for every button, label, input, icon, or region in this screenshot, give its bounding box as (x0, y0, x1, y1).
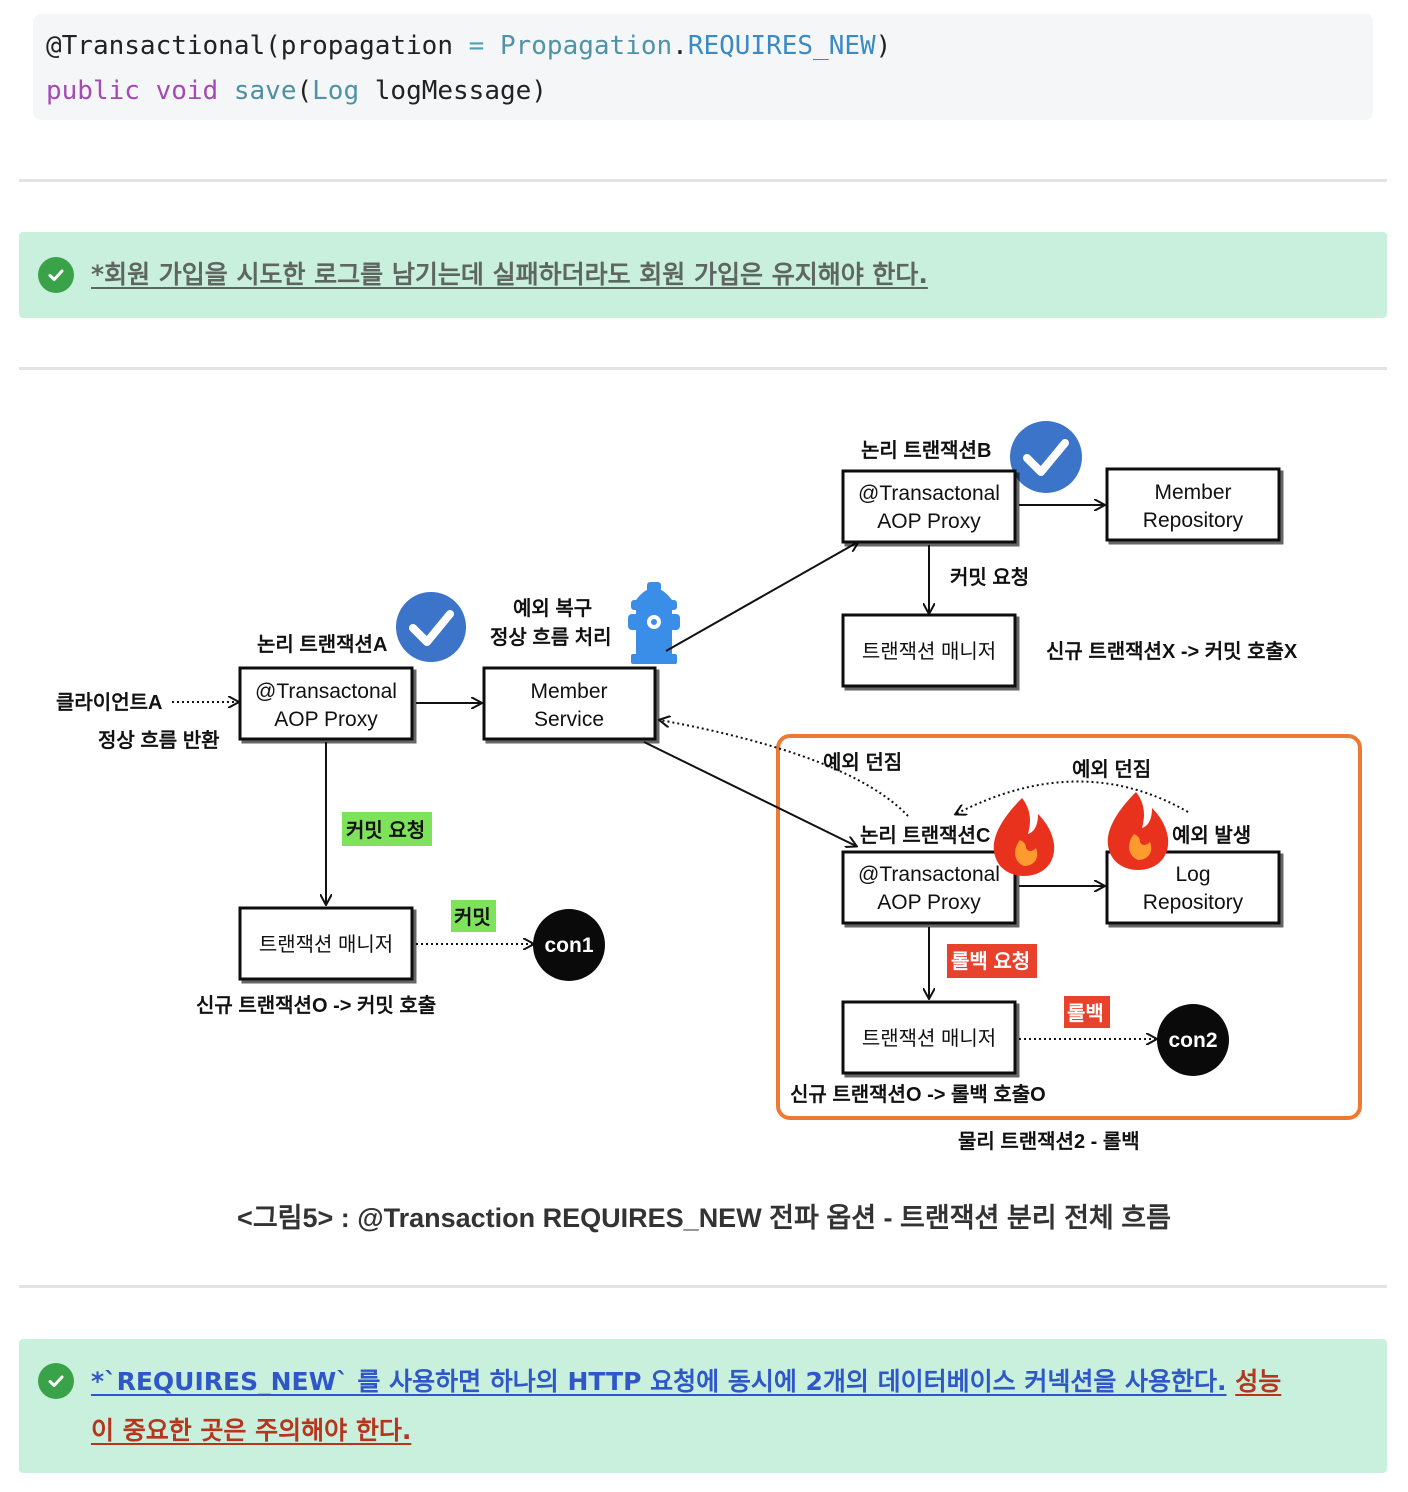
rollback-request-label: 롤백 요청 (951, 950, 1030, 973)
code-block: @Transactional(propagation = Propagation… (33, 14, 1373, 120)
code-close-paren: ) (875, 31, 892, 61)
con1-label: con1 (544, 934, 593, 957)
exception-throw-2-label: 예외 던짐 (1072, 758, 1151, 781)
code-method: save (233, 76, 297, 106)
code-kw-public: public (46, 76, 140, 106)
tx-manager-a-box (238, 906, 414, 981)
proxy-b-line2: AOP Proxy (877, 510, 981, 533)
tx-manager-b-box (841, 613, 1017, 688)
proxy-c-line2: AOP Proxy (877, 891, 981, 914)
code-class: Propagation (499, 31, 673, 61)
fire-hydrant-icon (628, 582, 680, 664)
log-repository-line2: Repository (1143, 891, 1244, 914)
commit-request-b-label: 커밋 요청 (950, 566, 1029, 589)
divider-3 (19, 1285, 1387, 1288)
new-tx-o-rollback-label: 신규 트랜잭션O -> 롤백 호출O (790, 1083, 1046, 1106)
divider-2 (19, 367, 1387, 370)
fire-icon-1 (993, 798, 1055, 876)
physical-tx2-label: 물리 트랜잭션2 - 롤백 (958, 1130, 1140, 1153)
code-constant: REQUIRES_NEW (687, 31, 876, 61)
code-equals: = (453, 31, 500, 61)
code-annotation: @Transactional(propagation (46, 31, 453, 61)
commit-a-highlight (451, 900, 496, 932)
rollback-highlight (1064, 996, 1110, 1028)
con1-circle (533, 909, 605, 981)
physical-tx2-box (776, 734, 1362, 1120)
tx-manager-c-box (841, 1000, 1017, 1075)
code-param-type: Log (312, 76, 360, 106)
transaction-flow-diagram: 클라이언트A 정상 흐름 반환 논리 트랜잭션A @Transactonal A… (56, 421, 1362, 1153)
commit-request-a-highlight (342, 812, 432, 846)
callout-1-text[interactable]: *회원 가입을 시도한 로그를 남기는데 실패하더라도 회원 가입은 유지해야 … (91, 260, 928, 289)
proxy-a-box (238, 666, 414, 741)
proxy-a-line2: AOP Proxy (274, 708, 378, 731)
con2-circle (1157, 1004, 1229, 1076)
callout-2: *`REQUIRES_NEW` 를 사용하면 하나의 HTTP 요청에 동시에 … (19, 1339, 1387, 1473)
arrow-service-to-proxy-c (643, 741, 856, 846)
callout-2-text-blue[interactable]: *`REQUIRES_NEW` 를 사용하면 하나의 HTTP 요청에 동시에 … (91, 1367, 1227, 1396)
normal-return-label: 정상 흐름 반환 (98, 729, 220, 752)
proxy-b-box (841, 469, 1017, 544)
member-repository-line1: Member (1154, 481, 1231, 504)
con2-label: con2 (1168, 1029, 1217, 1052)
log-repository-line1: Log (1175, 863, 1210, 886)
client-label: 클라이언트A (56, 691, 162, 714)
tx-manager-b-label: 트랜잭션 매니저 (862, 640, 996, 663)
member-repository-line2: Repository (1143, 509, 1244, 532)
new-tx-x-commit-label: 신규 트랜잭션X -> 커밋 호출X (1046, 640, 1298, 663)
code-dot: . (672, 31, 688, 61)
exception-throw-1-label: 예외 던짐 (823, 751, 902, 774)
code-paren-open: ( (296, 76, 313, 106)
check-a-icon (396, 592, 466, 662)
logical-tx-a-label: 논리 트랜잭션A (257, 633, 387, 656)
tx-manager-c-label: 트랜잭션 매니저 (862, 1027, 996, 1050)
proxy-a-line1: @Transactonal (255, 680, 397, 703)
code-line-2: public void save(Log logMessage) (46, 75, 1360, 120)
new-tx-o-commit-label: 신규 트랜잭션O -> 커밋 호출 (196, 994, 436, 1017)
member-service-line1: Member (530, 680, 607, 703)
member-repository-box (1105, 467, 1281, 542)
check-circle-icon (38, 1363, 74, 1399)
rollback-request-highlight (947, 944, 1037, 978)
code-param-name: logMessage) (359, 76, 547, 106)
exception-recovery-label: 예외 복구 (513, 597, 592, 620)
callout-1: *회원 가입을 시도한 로그를 남기는데 실패하더라도 회원 가입은 유지해야 … (19, 232, 1387, 318)
member-service-line2: Service (534, 708, 604, 731)
arrow-service-to-proxy-b (665, 542, 858, 652)
exception-occur-label: 예외 발생 (1172, 824, 1251, 847)
proxy-c-box (841, 850, 1017, 925)
rollback-label: 롤백 (1067, 1002, 1104, 1025)
commit-request-a-label: 커밋 요청 (346, 819, 425, 842)
callout-2-text-red-2[interactable]: 이 중요한 곳은 주의해야 한다. (91, 1416, 412, 1445)
fire-icon-2 (1107, 792, 1169, 870)
arrow-log-exception (956, 780, 1189, 814)
code-kw-void: void (155, 76, 219, 106)
normal-flow-label: 정상 흐름 처리 (490, 626, 612, 649)
callout-2-text-red-1[interactable]: 성능 (1235, 1367, 1282, 1396)
tx-manager-a-label: 트랜잭션 매니저 (259, 933, 393, 956)
check-circle-icon (38, 257, 74, 293)
figure-caption: <그림5> : @Transaction REQUIRES_NEW 전파 옵션 … (237, 1203, 1171, 1233)
proxy-b-line1: @Transactonal (858, 482, 1000, 505)
member-service-box (482, 666, 657, 741)
commit-a-label: 커밋 (454, 906, 491, 929)
code-line-1: @Transactional(propagation = Propagation… (46, 30, 1360, 75)
arrow-exception-to-service (660, 720, 909, 817)
check-b-icon (1010, 421, 1082, 493)
logical-tx-c-label: 논리 트랜잭션C (860, 824, 990, 847)
logical-tx-b-label: 논리 트랜잭션B (861, 439, 991, 462)
divider-1 (19, 179, 1387, 182)
proxy-c-line1: @Transactonal (858, 863, 1000, 886)
